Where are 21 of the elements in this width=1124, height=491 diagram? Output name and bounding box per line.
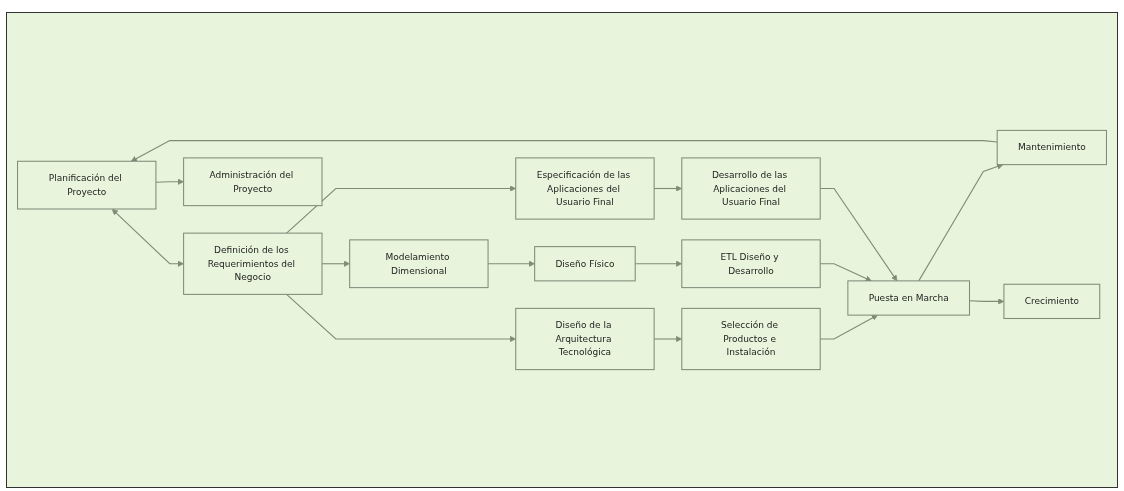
- node-box: [681, 157, 821, 220]
- node-box: [515, 157, 655, 220]
- node-box: [183, 232, 323, 295]
- node-box: [996, 129, 1107, 166]
- arrow: [130, 140, 998, 162]
- node-box: [515, 307, 655, 371]
- node-box: [847, 280, 970, 316]
- arrow: [155, 178, 184, 185]
- arrow: [918, 163, 1004, 282]
- node-box: [183, 157, 323, 207]
- node-box: [349, 239, 489, 289]
- node-box: [681, 307, 821, 371]
- node-box: [681, 239, 821, 289]
- arrow: [111, 208, 184, 267]
- node-box: [534, 246, 636, 282]
- arrow: [286, 185, 516, 234]
- node-box: [17, 160, 157, 210]
- node-box: [1003, 283, 1101, 319]
- arrow: [286, 293, 516, 343]
- arrow: [321, 260, 350, 267]
- diagram-panel: Planificación del Proyecto Definición de los Requerimientos del Negocio Diseño de la Arquitectura Tecnológica Selección de Productos e Instalación Modelamiento Dimensional Diseño Físico ETL Diseño y Desarrollo Especificación de las Aplicaciones del Usuario Final Desarrollo de las Aplicaciones del Usuario Final Puesta en Marcha Mantenimiento Crecimiento Administración del Proyecto: [6, 12, 1118, 488]
